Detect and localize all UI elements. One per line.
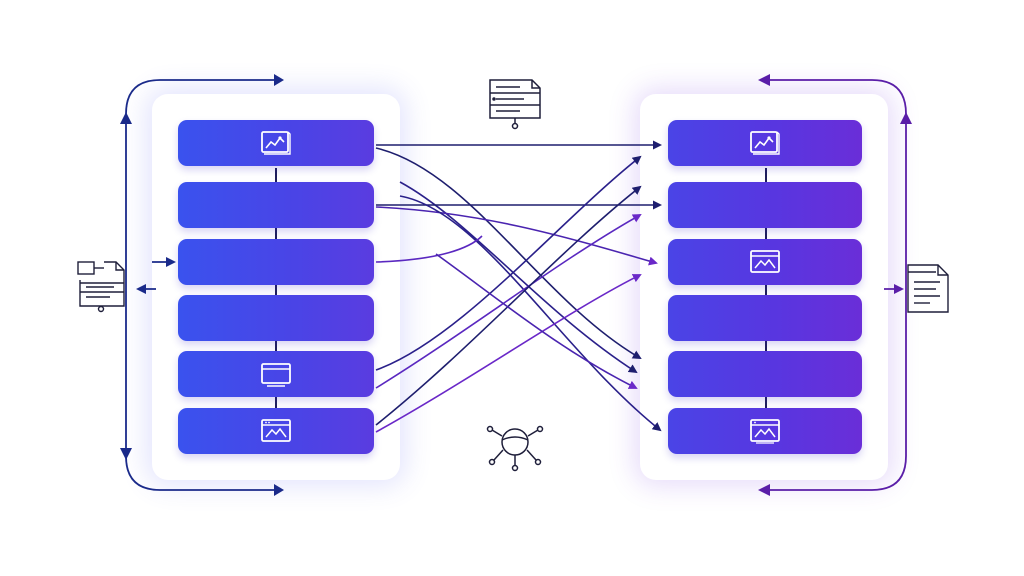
chart-window-icon — [261, 131, 291, 155]
flow-document-icon — [77, 261, 125, 313]
image-window-icon — [750, 250, 780, 273]
right-stack-connector — [765, 168, 767, 408]
right-loop-bracket — [758, 74, 912, 496]
document-server-icon — [489, 79, 541, 130]
text-document-icon — [907, 264, 949, 313]
left-block-4[interactable] — [178, 295, 374, 341]
right-block-1[interactable] — [668, 120, 862, 166]
right-block-4[interactable] — [668, 295, 862, 341]
left-block-2[interactable] — [178, 182, 374, 228]
left-block-1[interactable] — [178, 120, 374, 166]
browser-window-icon — [261, 363, 291, 387]
right-block-5[interactable] — [668, 351, 862, 397]
right-block-6[interactable] — [668, 408, 862, 454]
image-window-icon — [261, 419, 291, 442]
left-stack-connector — [275, 168, 277, 408]
right-block-2[interactable] — [668, 182, 862, 228]
image-window-icon — [750, 419, 780, 444]
left-block-3[interactable] — [178, 239, 374, 285]
left-block-5[interactable] — [178, 351, 374, 397]
left-block-6[interactable] — [178, 408, 374, 454]
cross-connections — [375, 140, 662, 433]
left-loop-bracket — [120, 74, 284, 496]
right-block-3[interactable] — [668, 239, 862, 285]
network-node-icon — [486, 425, 544, 472]
chart-window-icon — [750, 131, 780, 155]
